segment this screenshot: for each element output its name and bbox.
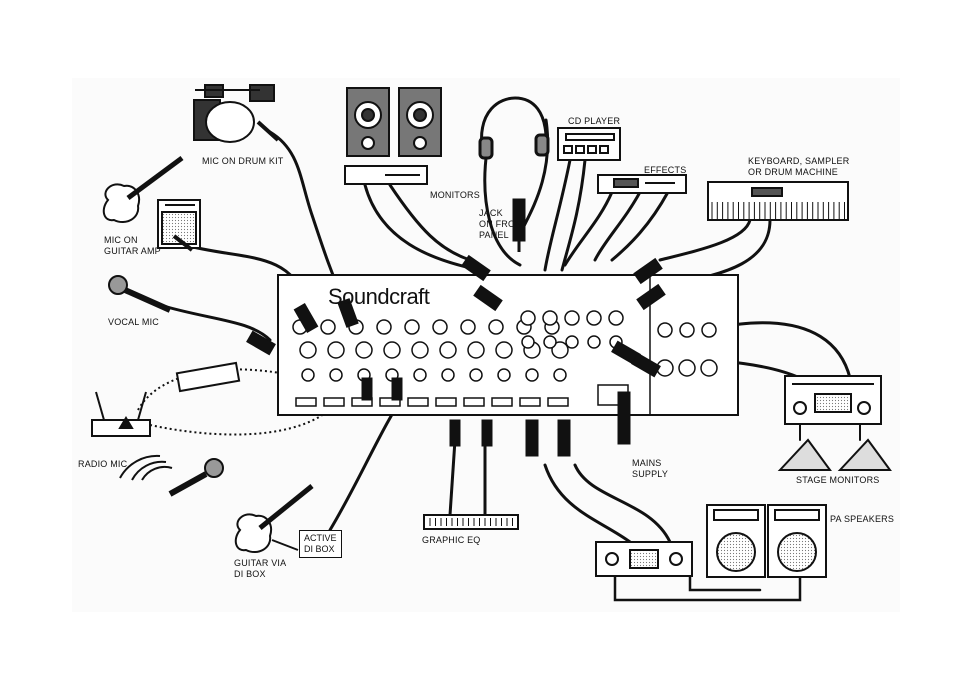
brand-logo: Soundcraft: [328, 284, 429, 310]
cable-kbd-1: [660, 220, 750, 260]
jack-socket: [566, 336, 578, 348]
label-vocal-mic: VOCAL MIC: [108, 317, 159, 328]
label-monitors: MONITORS: [430, 190, 480, 201]
jack-socket: [414, 369, 426, 381]
studio-monitors-icon: [345, 88, 441, 184]
mixer-knob: [377, 320, 391, 334]
channel-fader: [296, 398, 316, 406]
diagram-canvas: Soundcraft MIC ON DRUM KIT MONITORS JACK…: [72, 78, 900, 612]
channel-fader: [408, 398, 428, 406]
xlr-socket: [356, 342, 372, 358]
pa-amplifier-icon: [596, 542, 692, 576]
guitar-amp-icon: [158, 200, 200, 250]
effects-unit-icon: [598, 175, 686, 193]
xlr-socket: [384, 342, 400, 358]
jack-socket: [498, 369, 510, 381]
xlr-socket: [496, 342, 512, 358]
cable-pa-links: [615, 575, 800, 600]
channel-fader: [548, 398, 568, 406]
xlr-socket: [701, 360, 717, 376]
jack-socket: [554, 369, 566, 381]
channel-fader: [492, 398, 512, 406]
channel-fader: [464, 398, 484, 406]
xlr-socket: [412, 342, 428, 358]
jack-socket: [522, 336, 534, 348]
drum-kit-icon: [194, 85, 278, 142]
jack-socket: [544, 336, 556, 348]
mixer-knob: [658, 323, 672, 337]
channel-fader: [436, 398, 456, 406]
cable-eq-1: [450, 440, 455, 515]
label-drum-kit: MIC ON DRUM KIT: [202, 156, 284, 167]
jack-socket: [330, 369, 342, 381]
jack-socket: [470, 369, 482, 381]
xlr-socket: [468, 342, 484, 358]
jack-socket: [588, 336, 600, 348]
graphic-eq-icon: [424, 515, 518, 529]
label-radio-mic: RADIO MIC: [78, 459, 127, 470]
xlr-socket: [440, 342, 456, 358]
cable-fx-2: [595, 192, 640, 260]
cable-pa-1: [545, 465, 630, 542]
xlr-socket: [328, 342, 344, 358]
mixer-knob: [433, 320, 447, 334]
xlr-socket: [300, 342, 316, 358]
mixer-knob: [321, 320, 335, 334]
jack-socket: [442, 369, 454, 381]
channel-fader: [324, 398, 344, 406]
keyboard-icon: [708, 182, 848, 220]
mixer-knob: [543, 311, 557, 325]
cable-stage-mon-links: [800, 425, 860, 440]
mixer-knob: [702, 323, 716, 337]
vocal-mic-icon: [109, 276, 170, 310]
xlr-socket: [679, 360, 695, 376]
label-effects: EFFECTS: [644, 165, 686, 176]
cable-fx-3: [612, 192, 668, 260]
mixer-knob: [489, 320, 503, 334]
mixer-knob: [461, 320, 475, 334]
label-pa-speakers: PA SPEAKERS: [830, 514, 894, 525]
mixer-knob: [565, 311, 579, 325]
jack-socket: [302, 369, 314, 381]
label-stage-monitors: STAGE MONITORS: [796, 475, 879, 486]
radio-mic-icon: [120, 456, 223, 494]
mixer-knob: [587, 311, 601, 325]
cd-player-icon: [558, 128, 620, 160]
radio-transmitter-plug: [177, 363, 239, 391]
pa-speakers-icon: [707, 505, 826, 577]
label-graphic-eq: GRAPHIC EQ: [422, 535, 481, 546]
jack-socket: [526, 369, 538, 381]
label-cd-player: CD PLAYER: [568, 116, 620, 127]
mixer-knob: [609, 311, 623, 325]
stage-monitor-wedges-icon: [780, 440, 890, 470]
mixer-knob: [405, 320, 419, 334]
stage-monitor-amp-icon: [785, 376, 881, 424]
radio-mic-receiver-icon: [92, 392, 150, 436]
channel-fader: [520, 398, 540, 406]
mixer-knob: [680, 323, 694, 337]
mixer-knob: [521, 311, 535, 325]
